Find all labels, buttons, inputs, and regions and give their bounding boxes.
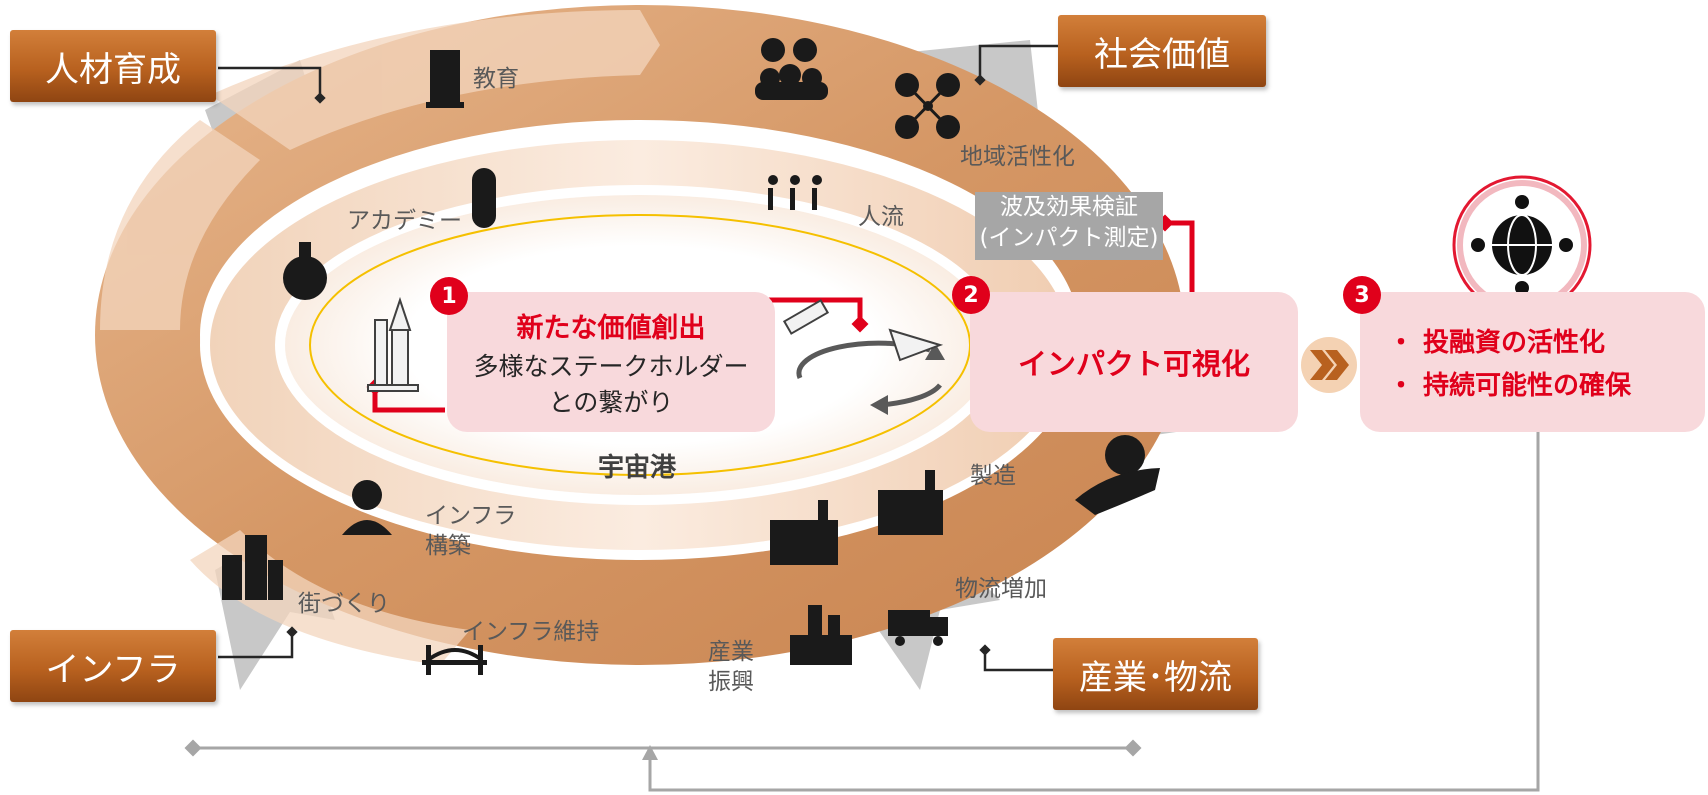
label-infra-kochiku-line2: 構築: [425, 532, 471, 559]
step-2-number-badge: 2: [952, 276, 990, 314]
hakyu-koka-box: 波及効果検証 (インパクト測定): [975, 192, 1163, 260]
step-1-title: 新たな価値創出: [516, 312, 706, 344]
category-infra: インフラ: [10, 630, 216, 702]
label-academy: アカデミー: [347, 208, 462, 234]
city-buildings-icon: [222, 535, 283, 600]
truck-icon: [888, 610, 948, 646]
finance-globe-icon: [1452, 175, 1592, 315]
rocket-launch-icon: [367, 296, 419, 392]
step-3-bullet-1: ・ 投融資の活性化: [1388, 328, 1606, 358]
factory-icon-2: [770, 500, 838, 565]
label-uchuko: 宇宙港: [598, 453, 677, 483]
school-building-icon: [426, 50, 464, 108]
flask-icon: [283, 242, 327, 300]
people-group-icon: [755, 38, 828, 100]
label-jinryu: 人流: [858, 204, 904, 230]
label-infra-kochiku: インフラ 構築: [425, 502, 516, 562]
space-shuttle-icon: [888, 328, 944, 362]
factory-icon-1: [878, 470, 943, 535]
power-plant-icon: [790, 605, 852, 665]
step-1-line2: との繋がり: [548, 387, 674, 417]
step-2-title: インパクト可視化: [1017, 347, 1250, 381]
step-1-number-badge: 1: [430, 277, 468, 315]
label-infra-kochiku-line1: インフラ: [425, 503, 517, 529]
hakyu-koka-line2: (インパクト測定): [979, 225, 1159, 251]
people-flow-icon: [768, 175, 822, 210]
construction-worker-icon: [342, 480, 392, 535]
step-2-box: インパクト可視化: [970, 292, 1298, 432]
step-3-box: ・ 投融資の活性化 ・ 持続可能性の確保: [1360, 292, 1705, 432]
label-machizukuri: 街づくり: [298, 591, 390, 617]
step-3-bullet-2: ・ 持続可能性の確保: [1388, 371, 1632, 401]
category-jinzai-ikusei: 人材育成: [10, 30, 216, 102]
bridge-icon: [422, 645, 487, 675]
satellite-icon: [782, 299, 830, 335]
label-infra-iji: インフラ維持: [462, 619, 600, 645]
step-1-box: 新たな価値創出 多様なステークホルダー との繋がり: [447, 292, 775, 432]
step-1-line1: 多様なステークホルダー: [473, 351, 749, 381]
label-seizo: 製造: [970, 463, 1016, 489]
label-sangyo-shinko: 産業 振興: [708, 638, 754, 698]
step-3-number-badge: 3: [1343, 276, 1381, 314]
label-butsuryu-zoka: 物流増加: [955, 576, 1047, 602]
label-kyoiku: 教育: [473, 66, 519, 92]
money-hand-icon: [1075, 435, 1160, 515]
hakyu-koka-line1: 波及効果検証: [1000, 194, 1138, 220]
label-sangyo-shinko-line2: 振興: [708, 668, 754, 695]
category-sangyo-butsuryu: 産業･物流: [1053, 638, 1258, 710]
label-sangyo-shinko-line1: 産業: [708, 639, 754, 665]
category-shakai-kachi: 社会価値: [1058, 15, 1266, 87]
label-chiiki-kasseika: 地域活性化: [960, 144, 1075, 170]
test-tube-icon: [472, 168, 496, 228]
network-hub-icon: [895, 73, 960, 139]
